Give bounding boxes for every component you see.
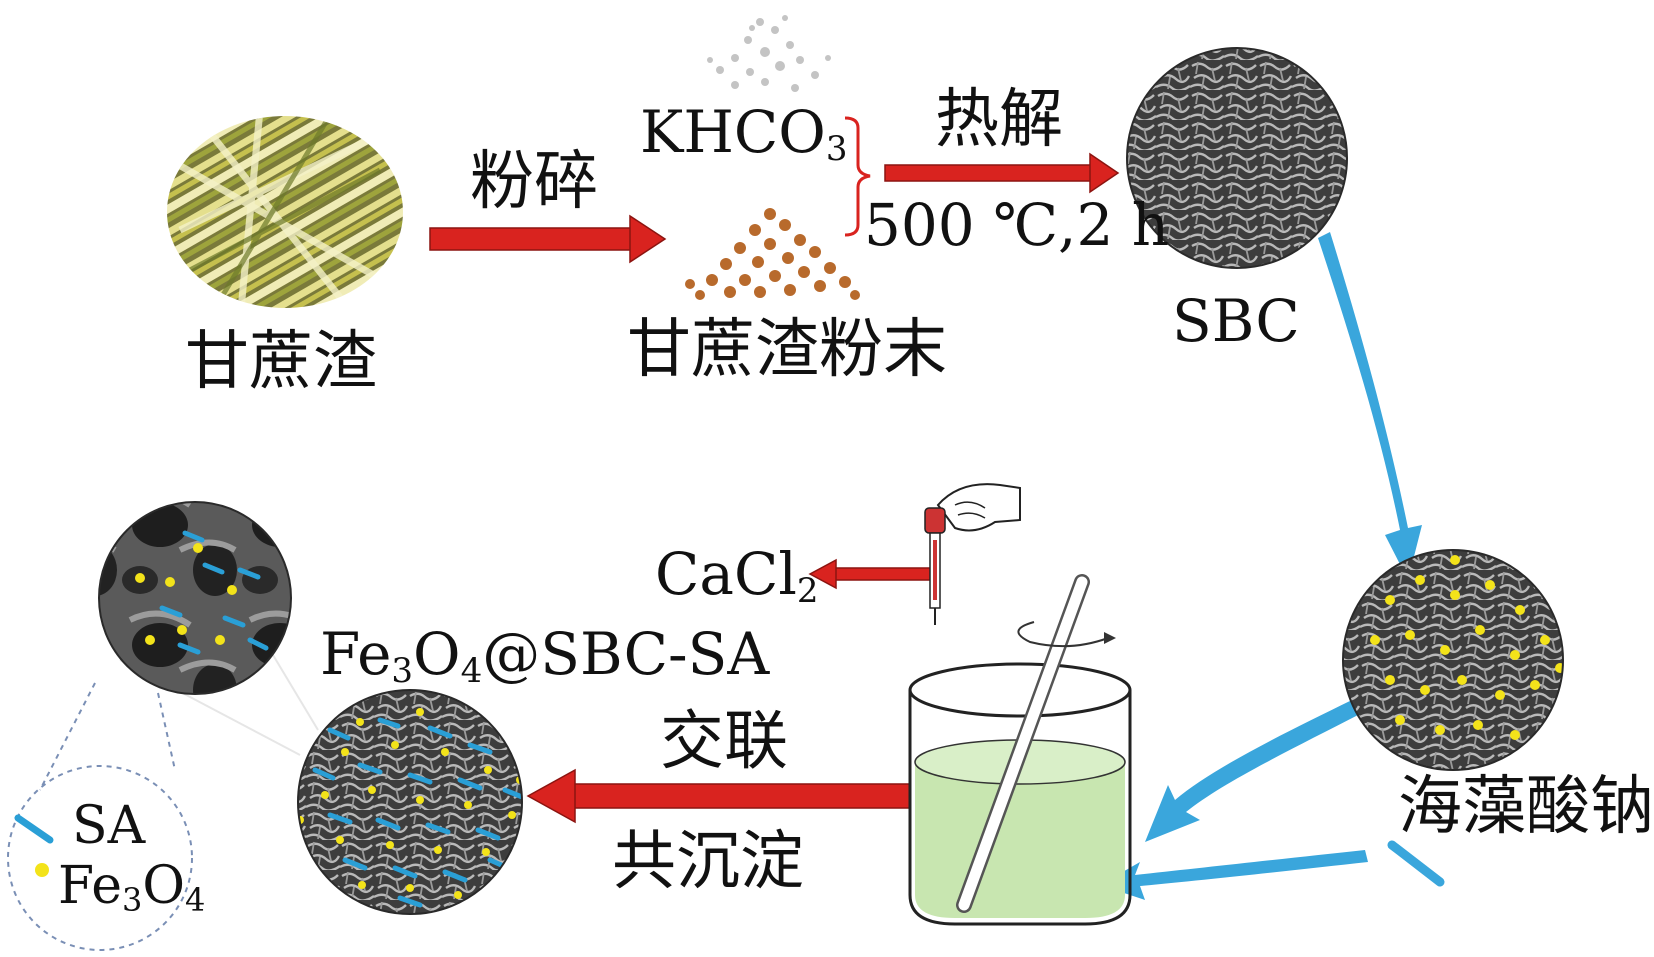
khco3-label: KHCO3 [640, 98, 848, 169]
legend-fe3o4-label: Fe3O4 [58, 856, 206, 919]
legend-projection [39, 682, 176, 791]
khco3-particles [707, 15, 831, 92]
conditions-label: 500 ℃,2 h [864, 191, 1170, 259]
stir-rod-icon [956, 574, 1116, 913]
legend-circle [7, 765, 193, 951]
legend-sa-label: SA [72, 796, 146, 856]
arrow-grind [429, 214, 667, 264]
cacl2-label: CaCl2 [655, 540, 819, 611]
sbc-label: SBC [1172, 287, 1300, 355]
crosslink-label: 交联 [660, 705, 788, 779]
sa-fragment [1387, 840, 1445, 887]
zoom-sem-image [98, 501, 292, 695]
powder-label: 甘蔗渣粉末 [627, 313, 947, 387]
sa-legend-dash [14, 814, 54, 844]
coprecipitation-label: 共沉淀 [612, 825, 804, 899]
beaker-icon [908, 662, 1132, 926]
arrow-pyrolysis [884, 152, 1120, 194]
grind-label: 粉碎 [470, 145, 598, 219]
arrow-crosslink [526, 768, 911, 824]
product-sem-image [297, 689, 523, 915]
bagasse-powder-particles [685, 208, 860, 300]
sbc-sem-image [1126, 47, 1348, 269]
blue-arrow-alginate-to-beaker [1100, 850, 1368, 900]
arrow-cacl2 [808, 558, 935, 590]
blue-arrow-sbc-to-loaded [1318, 232, 1422, 580]
blue-arrow-loaded-to-beaker [1145, 700, 1360, 842]
bagasse-photo [167, 116, 403, 308]
sbc-loaded-sem-image [1342, 549, 1564, 771]
dropper-hand-icon [924, 483, 1021, 625]
reagent-bracket [844, 116, 871, 237]
fe3o4-legend-dot [35, 863, 49, 877]
product-label: Fe3O4@SBC-SA [320, 620, 770, 691]
alginate-label: 海藻酸钠 [1398, 770, 1654, 844]
pyrolysis-label: 热解 [935, 83, 1063, 157]
bagasse-label: 甘蔗渣 [185, 325, 377, 399]
